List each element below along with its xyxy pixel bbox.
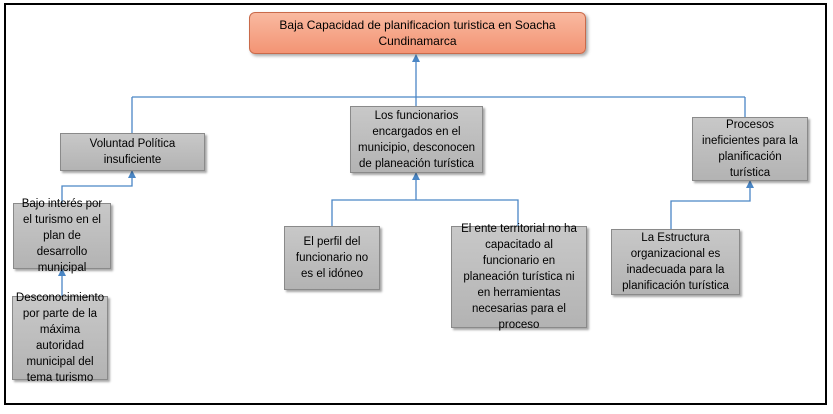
- subcause-label-estructura: La Estructura organizacional es inadecua…: [622, 232, 729, 292]
- root-problem-box: Baja Capacidad de planificacion turistic…: [249, 12, 586, 54]
- subcause-box-capacitacion: El ente territorial no ha capacitado al …: [451, 223, 587, 331]
- subcause-box-perfil: El perfil del funcionario no es el idóne…: [284, 226, 380, 290]
- subcause-label-desconocimiento: Desconocimiento por parte de la máxima a…: [15, 292, 105, 384]
- connector-interes-to-voluntad: [61, 170, 136, 203]
- subcause-label-interes: Bajo interés por el turismo en el plan d…: [21, 198, 103, 274]
- root-problem-label: Baja Capacidad de planificacion turistic…: [279, 18, 556, 48]
- cause-label-funcionarios: Los funcionarios encargados en el munici…: [358, 109, 475, 170]
- cause-box-voluntad: Voluntad Política insuficiente: [60, 133, 205, 171]
- subcause-label-perfil: El perfil del funcionario no es el idóne…: [295, 236, 369, 280]
- connector-middle-sub: [331, 199, 519, 226]
- cause-label-voluntad: Voluntad Política insuficiente: [89, 138, 176, 166]
- cause-box-procesos: Procesos ineficientes para la planificac…: [692, 117, 808, 181]
- cause-box-funcionarios: Los funcionarios encargados en el munici…: [350, 106, 483, 173]
- diagram-frame: [4, 3, 827, 405]
- subcause-box-estructura: La Estructura organizacional es inadecua…: [611, 229, 740, 295]
- subcause-label-capacitacion: El ente territorial no ha capacitado al …: [461, 223, 577, 331]
- cause-label-procesos: Procesos ineficientes para la planificac…: [702, 119, 798, 179]
- subcause-box-desconocimiento: Desconocimiento por parte de la máxima a…: [12, 292, 108, 384]
- subcause-box-interes: Bajo interés por el turismo en el plan d…: [13, 198, 111, 274]
- connector-estructura-to-procesos: [670, 180, 754, 229]
